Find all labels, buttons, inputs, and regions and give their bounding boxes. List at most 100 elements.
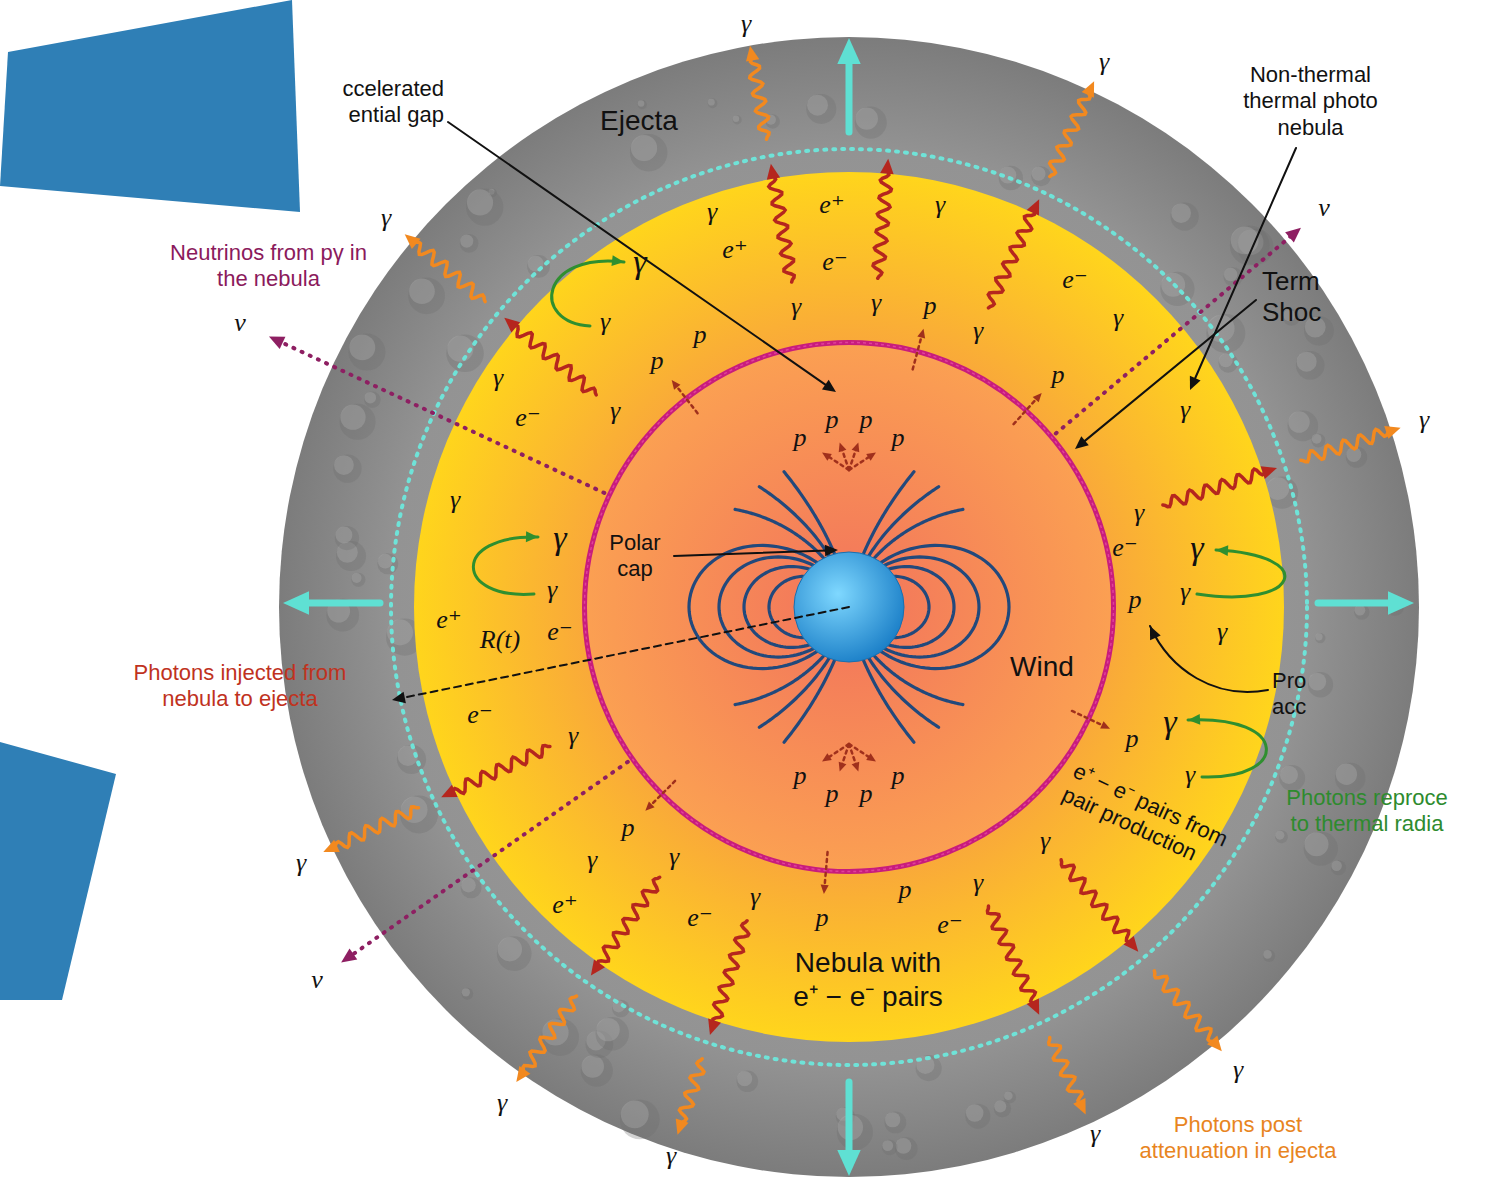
proton-arrow — [676, 386, 697, 413]
particle-symbol: p — [694, 322, 707, 348]
leader-line-head — [1150, 626, 1161, 640]
particle-symbol: e⁻ — [515, 405, 540, 431]
leader-line-head — [1075, 436, 1089, 449]
photon-wave-head — [708, 1019, 721, 1035]
neutrino-arrow-head — [341, 948, 357, 962]
particle-symbol: e⁻ — [1062, 267, 1087, 293]
radius-arrow-head — [392, 692, 406, 703]
field-line — [889, 567, 954, 648]
field-line — [895, 576, 929, 637]
crater — [409, 278, 435, 304]
particle-symbol: γ — [497, 1090, 507, 1116]
field-line — [863, 472, 914, 554]
particle-symbol: p — [826, 407, 839, 433]
particle-symbol: γ — [669, 844, 679, 870]
crater — [348, 333, 385, 370]
particle-symbol: γ — [1217, 619, 1227, 645]
crater — [999, 166, 1023, 190]
particle-symbol: p — [826, 781, 839, 807]
attenuated-photon-wave — [750, 57, 769, 139]
crater — [1218, 353, 1238, 373]
leader-line — [1150, 626, 1268, 692]
field-line — [759, 487, 829, 556]
crater — [460, 234, 479, 253]
field-line — [735, 656, 824, 705]
crater — [387, 619, 413, 645]
reprocessing-loops — [473, 255, 1284, 777]
particle-symbol: γ — [666, 1143, 676, 1169]
crater — [1267, 477, 1290, 500]
expansion-arrow-head — [1388, 591, 1414, 614]
decor-shape — [0, 742, 116, 1000]
expansion-arrow — [846, 59, 853, 132]
attenuated-photon-wave-head — [516, 1066, 530, 1082]
neutrino-arrow-head — [269, 337, 285, 349]
crater — [1346, 447, 1361, 462]
shock-texture — [585, 343, 1114, 872]
crater — [326, 599, 359, 632]
particle-symbol: p — [1126, 726, 1139, 752]
photon-wave — [873, 171, 891, 279]
crater — [461, 877, 482, 898]
attenuated-photon-wave — [679, 1059, 704, 1124]
crater — [1331, 860, 1346, 875]
crater — [856, 107, 878, 129]
crater — [966, 1104, 984, 1122]
proton-arrow — [842, 744, 849, 765]
crater — [377, 553, 398, 574]
particle-symbol: e⁻ — [547, 619, 572, 645]
crater — [1219, 354, 1233, 368]
crater — [630, 134, 668, 172]
nebula-region: Nebula with e⁺ − e⁻ pairsWind — [414, 172, 1284, 1042]
crater — [333, 454, 361, 482]
neutrino-arrow — [351, 762, 628, 956]
crater — [613, 1000, 625, 1012]
annotation-label: Neutrinos from pγ in the nebula — [166, 240, 371, 293]
crater — [1275, 831, 1284, 840]
field-line — [719, 557, 813, 657]
particle-symbol: γ — [1233, 1057, 1243, 1083]
proton-arrows — [645, 329, 1110, 894]
particle-symbol: e⁻ — [687, 905, 712, 931]
crater — [1336, 764, 1357, 785]
crater — [1206, 314, 1245, 353]
crater — [882, 1140, 893, 1151]
particle-symbol: γ — [296, 850, 306, 876]
photon-wave — [987, 906, 1035, 1004]
particle-symbol: γ — [587, 847, 597, 873]
crater — [1223, 267, 1242, 286]
particle-symbol: γ — [1180, 397, 1190, 423]
particle-symbol: p — [860, 781, 873, 807]
crater-texture — [326, 94, 1404, 1160]
proton-arrow-head — [866, 452, 876, 460]
neutrino-arrow — [280, 342, 604, 493]
field-line — [744, 567, 809, 648]
crater — [994, 1100, 1006, 1112]
particle-symbol: γ — [973, 870, 983, 896]
particle-symbol: γ — [1419, 407, 1429, 433]
photon-wave-head — [880, 159, 893, 175]
particle-symbol: p — [816, 905, 829, 931]
proton-arrow-head — [866, 753, 876, 761]
attenuated-photon-wave — [334, 807, 418, 848]
expansion-arrow — [1318, 600, 1393, 607]
leader-lines — [392, 122, 1296, 703]
field-line — [885, 557, 979, 657]
crater — [807, 95, 828, 116]
particle-symbol: ν — [1318, 195, 1330, 221]
field-line — [769, 576, 803, 637]
reprocess-arrow — [1188, 720, 1266, 777]
crater — [1387, 599, 1404, 616]
crater — [446, 335, 483, 372]
leader-line — [674, 550, 828, 556]
particle-symbol: γ — [493, 365, 503, 391]
particle-symbol: γ — [553, 521, 566, 555]
particle-symbol: γ — [600, 309, 610, 335]
wind-region: Wind — [582, 340, 1116, 874]
neutrino-arrows — [269, 228, 1301, 963]
field-line — [735, 509, 824, 558]
crater — [1230, 225, 1270, 265]
reprocess-arrow-head — [611, 255, 624, 266]
expansion-arrow-head — [837, 1150, 860, 1176]
